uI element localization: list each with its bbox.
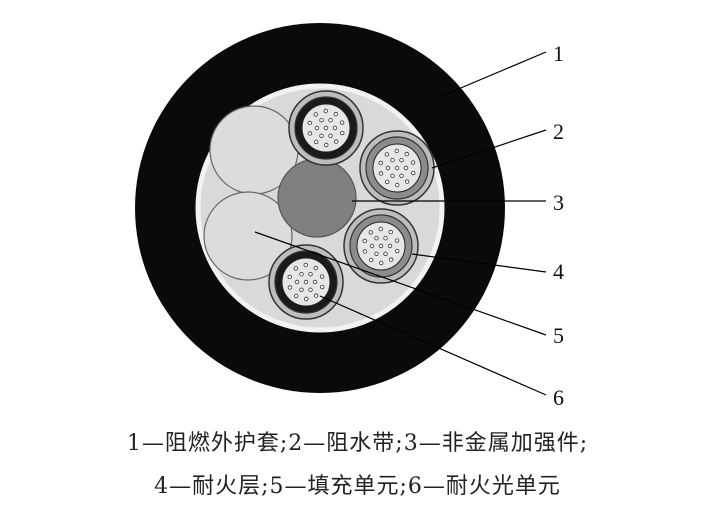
callout-6: 6: [553, 385, 564, 410]
caption-line-1: 1—阻燃外护套;2—阻水带;3—非金属加强件;: [126, 431, 589, 456]
caption-line-2: 4—耐火层;5—填充单元;6—耐火光单元: [154, 474, 561, 499]
fire-resistant-optical-unit-4: [268, 244, 344, 320]
leader-line-5: [254, 231, 547, 336]
callout-5: 5: [553, 323, 564, 348]
fire-resistant-optical-unit-1: [288, 90, 364, 166]
leader-line-2: [431, 129, 547, 169]
cable-cross-section-diagram: 1 2 3 4 5 6: [135, 23, 564, 410]
leader-line-4: [411, 253, 547, 273]
callout-3: 3: [553, 190, 564, 215]
callout-1: 1: [553, 41, 564, 66]
leader-line-1: [436, 51, 547, 99]
optical-units-group: [268, 90, 435, 320]
leader-line-6: [319, 295, 547, 396]
callout-4: 4: [553, 259, 564, 284]
callout-2: 2: [553, 119, 564, 144]
central-strength-member: [277, 158, 357, 238]
filler-unit-bottom: [203, 191, 293, 281]
fire-resistant-optical-unit-2: [359, 130, 435, 206]
fire-resistant-optical-unit-3: [343, 208, 419, 284]
